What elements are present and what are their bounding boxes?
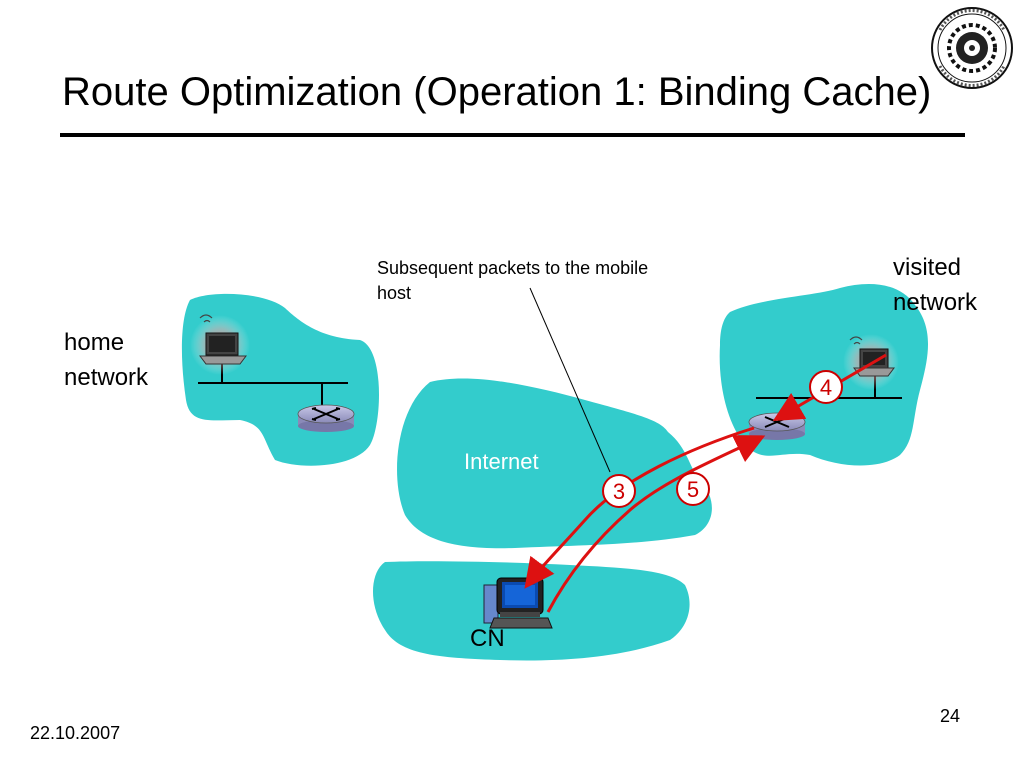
internet-label: Internet: [464, 449, 539, 474]
step-3-arrow: [524, 426, 755, 589]
visited-network-label: visited network: [893, 254, 978, 316]
cn-desktop-computer-icon: [483, 577, 553, 629]
page-number: 24: [940, 706, 961, 726]
slide-title: Route Optimization (Operation 1: Binding…: [62, 70, 932, 114]
callout-text: Subsequent packets to the mobile host: [377, 258, 649, 304]
step-5-arrow: [546, 435, 766, 613]
home-laptop-icon: [190, 314, 250, 375]
step-5-badge: 5: [676, 472, 710, 506]
visited-router-icon: [748, 412, 806, 440]
callout-pointer: [529, 287, 611, 473]
home-router-icon: [297, 404, 355, 432]
svg-text:4: 4: [820, 375, 832, 400]
university-logo: [931, 7, 1013, 89]
title-underline: [60, 133, 965, 137]
svg-text:5: 5: [687, 477, 699, 502]
cn-label: CN: [470, 625, 505, 652]
slide-date: 22.10.2007: [30, 723, 121, 743]
step-4-badge: 4: [809, 370, 843, 404]
svg-text:3: 3: [613, 479, 625, 504]
home-network-label: home network: [64, 329, 149, 391]
visited-laptop-icon: [843, 334, 899, 390]
step-3-badge: 3: [602, 474, 636, 508]
